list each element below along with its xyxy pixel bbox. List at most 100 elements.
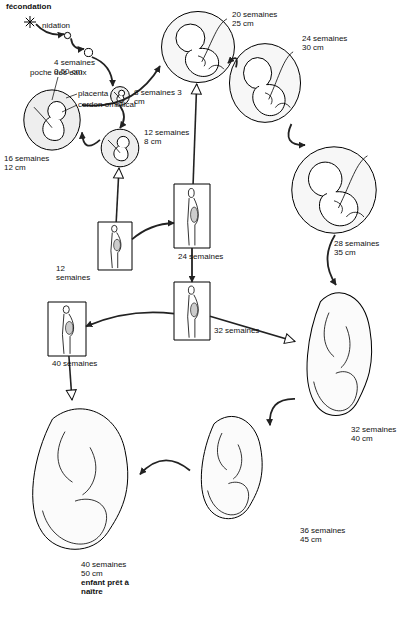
umbilical-cord	[34, 107, 52, 127]
amniotic-sac	[24, 90, 80, 150]
frame	[174, 282, 210, 340]
fetus-stage: 28 semaines 35 cm	[290, 145, 378, 235]
growth-arrow	[120, 106, 124, 128]
stage-label: 16 semaines 12 cm	[4, 154, 54, 172]
part-label: cordon ombilical	[78, 100, 136, 109]
fetus-limbs	[198, 56, 224, 69]
umbilical-cord	[202, 19, 227, 62]
stage-caption: 32 semaines 40 cm	[351, 425, 401, 443]
stage-note: enfant prêt à naître	[81, 578, 136, 596]
fetus-body	[319, 192, 357, 226]
womb	[114, 239, 121, 251]
stage-label: nidation	[42, 21, 82, 30]
stage-label: 12 semaines	[56, 264, 100, 282]
fetus-stage: 20 semaines 25 cm	[160, 10, 236, 84]
stage-caption: 16 semaines 12 cm	[4, 154, 54, 172]
stage-label: fécondation	[6, 2, 66, 11]
nidation-point: nidation	[64, 32, 71, 39]
fetus-head	[314, 372, 358, 411]
stage-caption: 40 semaines 50 cmenfant prêt à naître	[81, 560, 136, 596]
egg-dot	[64, 32, 70, 38]
growth-arrow	[82, 66, 160, 106]
growth-arrow	[132, 223, 174, 239]
mother-shape	[174, 184, 210, 248]
dot-shape	[84, 48, 93, 57]
umbilical-cord	[108, 140, 120, 153]
sac-shape	[100, 128, 140, 168]
woman-head	[188, 188, 194, 197]
stage-label: 36 semaines 45 cm	[300, 526, 350, 544]
woman-head	[112, 225, 117, 232]
mother-figure: 12 semaines	[98, 222, 132, 270]
stage-caption: 12 semaines	[56, 264, 100, 282]
amniotic-sac	[101, 129, 139, 167]
embryo-stage: 4 semaines 0,50 cm	[84, 48, 93, 57]
stage-caption: 24 semaines	[178, 252, 228, 261]
stage-label: 32 semaines 40 cm	[351, 425, 401, 443]
womb	[65, 321, 73, 334]
growth-arrow	[86, 312, 174, 326]
stage-caption: 36 semaines 45 cm	[300, 526, 350, 544]
stage-caption: 20 semaines 25 cm	[232, 10, 282, 28]
hollow-arrow	[116, 168, 119, 222]
star-burst	[24, 16, 36, 28]
stage-caption: 8 semaines 3 cm	[134, 88, 182, 106]
stage-label: 20 semaines 25 cm	[232, 10, 282, 28]
fetus-shape	[15, 400, 140, 558]
stage-label: 12 semaines 8 cm	[144, 128, 194, 146]
sac-shape	[22, 88, 82, 152]
stage-caption: 28 semaines 35 cm	[334, 239, 384, 257]
stage-label: 24 semaines 30 cm	[302, 34, 352, 52]
woman-body	[62, 314, 73, 354]
woman-body	[111, 233, 121, 269]
big-shape	[228, 42, 302, 124]
fetus-stage: 36 semaines 45 cm	[190, 410, 270, 525]
fetus-shape	[190, 410, 270, 525]
fetus-stage: 12 semaines 8 cm	[100, 128, 140, 168]
mother-shape	[48, 302, 86, 356]
egg-dot	[84, 48, 92, 56]
star-shape	[24, 16, 36, 28]
woman-body	[188, 198, 199, 245]
growth-arrow	[71, 38, 84, 49]
growth-arrow	[288, 124, 305, 145]
stage-label: 32 semaines	[214, 326, 264, 335]
fetus-limbs	[217, 433, 241, 479]
connector-group	[36, 24, 336, 474]
stage-label: 8 semaines 3 cm	[134, 88, 182, 106]
hollow-arrow	[193, 84, 197, 184]
fetus-stage: 32 semaines 40 cm	[295, 285, 380, 423]
woman-head	[63, 306, 69, 314]
frame	[48, 302, 86, 356]
fetus-stage: 40 semaines 50 cmenfant prêt à naître	[15, 400, 140, 558]
fetus-stage: 16 semaines 12 cm	[22, 88, 82, 152]
growth-arrow	[140, 460, 190, 474]
frame	[174, 184, 210, 248]
fetus-body	[33, 409, 128, 549]
fetus-body	[253, 85, 285, 116]
stage-caption: 24 semaines 30 cm	[302, 34, 352, 52]
umbilical-cord	[114, 92, 120, 98]
fetus-head	[308, 162, 341, 196]
fetus-limbs	[58, 432, 96, 495]
mother-shape	[98, 222, 132, 270]
fetus-head	[43, 499, 107, 544]
fetus-body	[201, 416, 262, 518]
umbilical-cord	[269, 52, 293, 100]
stage-label: 40 semaines 50 cm	[81, 560, 136, 578]
fetus-limbs	[265, 93, 290, 108]
mother-shape	[174, 282, 210, 340]
amniotic-sac	[162, 11, 235, 82]
stage-caption: fécondation	[6, 2, 66, 11]
part-label: poche des eaux	[30, 68, 87, 77]
stage-label: 28 semaines 35 cm	[334, 239, 384, 257]
frame	[98, 222, 132, 270]
stage-caption: 12 semaines 8 cm	[144, 128, 194, 146]
stage-label: 24 semaines	[178, 252, 228, 261]
mother-figure: 32 semaines	[174, 282, 210, 340]
amniotic-sac	[229, 44, 300, 123]
stage-caption: nidation	[42, 21, 82, 30]
fetus-limbs	[334, 201, 364, 217]
stage-label: 40 semaines	[52, 359, 102, 368]
